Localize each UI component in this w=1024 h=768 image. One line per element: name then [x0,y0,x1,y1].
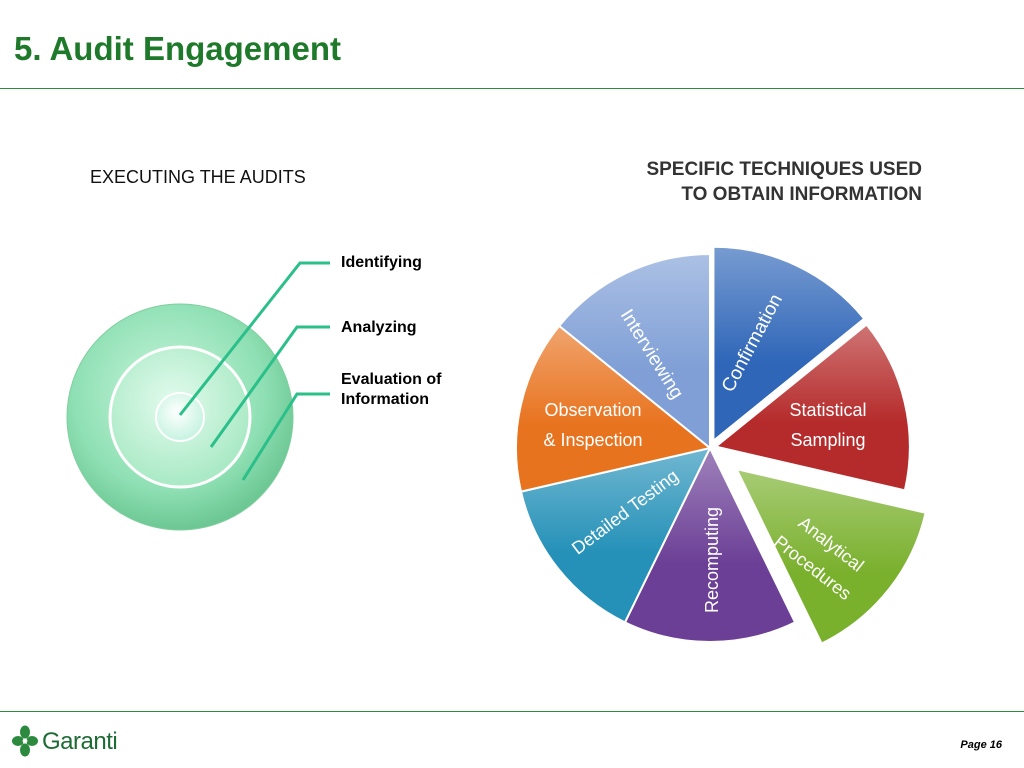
slice-interviewing-highlight [559,254,710,448]
slice-confirmation-highlight [713,246,865,441]
slice-confirmation: Confirmation [712,245,866,443]
slice-statistical-sampling-highlight [715,324,910,491]
inner-ring [155,392,205,442]
connector-analyzing [209,325,330,448]
slice-observation-inspection-highlight [516,325,710,492]
label-identifying: Identifying [341,253,422,273]
slice-interviewing: Interviewing [557,252,711,451]
page-number: Page 16 [960,739,1002,751]
slice-observation-inspection-label: Observation& Inspection [543,400,642,450]
slice-detailed-testing: Detailed Testing [519,446,712,624]
techniques-title-line-1: SPECIFIC TECHNIQUES USED [646,159,922,180]
label-evaluation: Evaluation of Information [341,370,441,410]
slice-analytical-procedures: AnalyticalProcedures [734,467,927,645]
label-evaluation-line-2: Information [341,391,429,408]
label-analyzing-line-1: Analyzing [341,319,417,336]
garanti-logo: Garanti [12,722,118,762]
clover-logo-icon [12,725,38,757]
ring-connectors [178,261,330,481]
slice-recomputing: Recomputing [623,445,797,643]
footer-divider [0,711,1024,712]
connector-identifying [178,261,330,416]
label-identifying-line-1: Identifying [341,254,422,271]
label-analyzing: Analyzing [341,318,417,338]
title-divider [0,88,1024,89]
section-subtitle: EXECUTING THE AUDITS [90,167,306,187]
slice-observation-inspection: Observation& Inspection [515,324,713,493]
techniques-title-line-2: TO OBTAIN INFORMATION [681,184,922,205]
connector-evaluation [241,392,330,481]
concentric-rings [66,303,294,531]
label-evaluation-line-1: Evaluation of [341,371,442,388]
slice-recomputing-label: Recomputing [702,507,722,613]
slice-analytical-procedures-highlight [736,469,926,644]
page-title: 5. Audit Engagement [14,30,341,67]
logo-text: Garanti [42,728,118,755]
slice-detailed-testing-highlight [520,448,710,623]
techniques-title: SPECIFIC TECHNIQUES USED TO OBTAIN INFOR… [560,157,922,207]
slice-recomputing-highlight [624,448,796,642]
